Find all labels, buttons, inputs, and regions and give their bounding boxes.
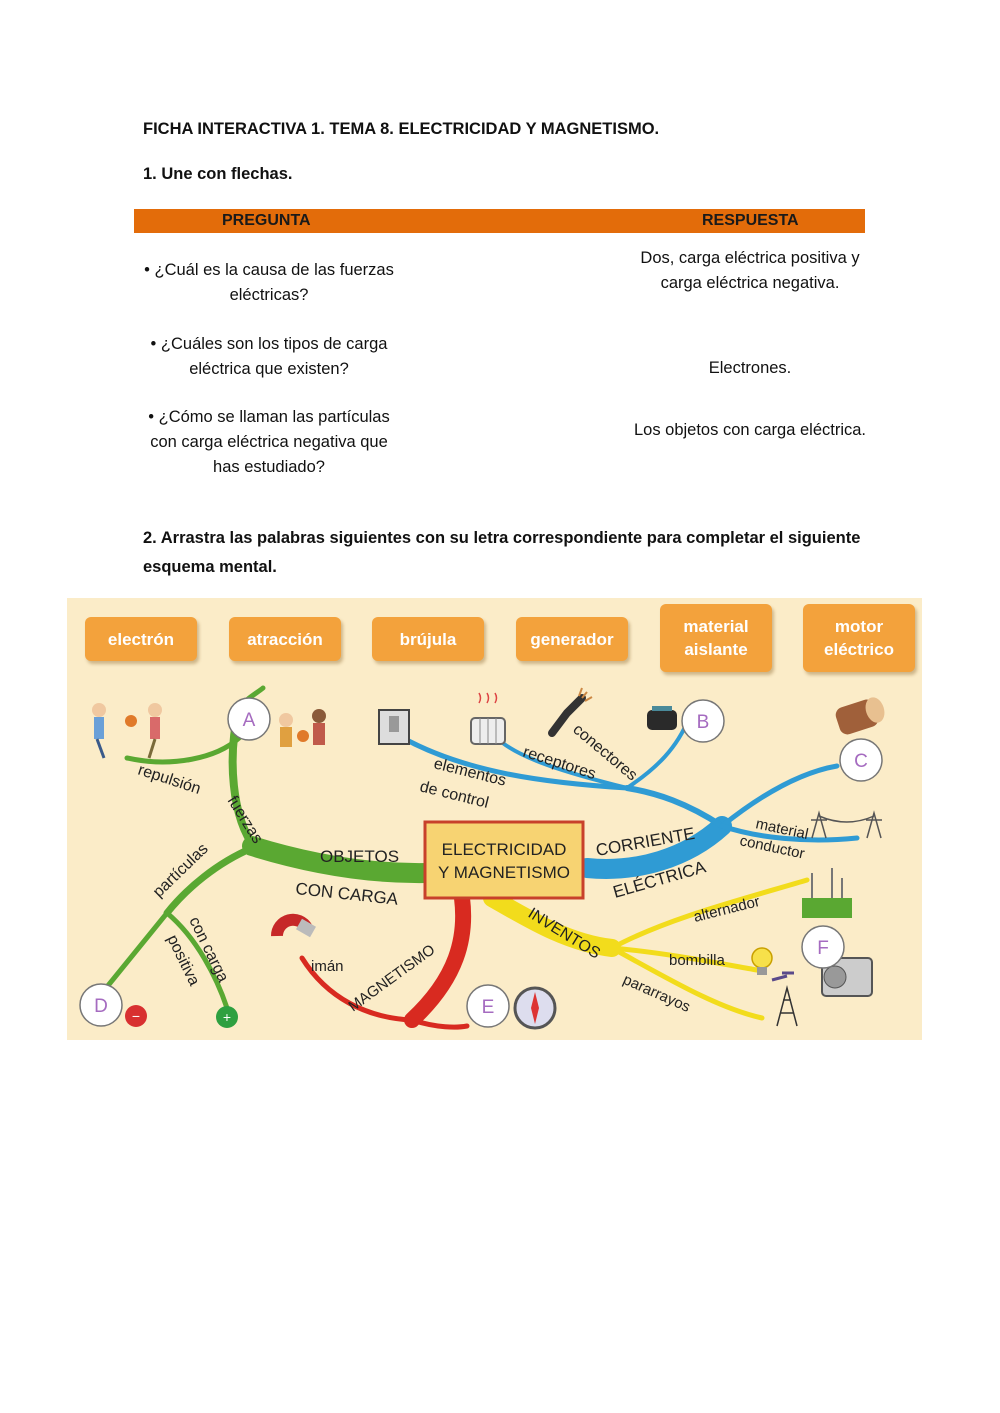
slot-letter-d: D [94,996,108,1017]
minus-charge-icon: − [125,1005,147,1027]
light-bulb-icon [751,947,773,975]
red-branch [299,890,472,1030]
column-pregunta: PREGUNTA [222,212,311,229]
answer-item[interactable]: Dos, carga eléctrica positiva y carga el… [640,249,860,292]
slot-letter-b: B [697,712,710,733]
word-chip-generador[interactable]: generador [516,617,628,661]
question-item[interactable]: • ¿Cuál es la causa de las fuerzas eléct… [144,261,394,304]
question-2-instruction: 2. Arrastra las palabras siguientes con … [143,529,861,576]
column-respuesta: RESPUESTA [702,212,799,229]
drop-slot-e[interactable]: E [466,984,510,1028]
question-item[interactable]: • ¿Cuáles son los tipos de carga eléctri… [150,335,388,378]
label-pararrayos: pararrayos [620,971,692,1016]
question-item[interactable]: • ¿Cómo se llaman las partículas con car… [148,408,390,476]
kids-tug-icon [92,703,162,759]
mind-map-diagram: ELECTRICIDAD Y MAGNETISMO OBJETOS CON CA… [79,685,885,1030]
label-bombilla: bombilla [669,952,726,969]
magnet-icon [271,913,316,938]
switch-icon [378,709,410,745]
label-particulas: partículas [150,840,212,900]
word-chip-motor-electrico[interactable]: motor eléctrico [803,604,915,672]
word-chip-material-aislante[interactable]: material aislante [660,604,772,672]
word-chip-electron[interactable]: electrón [85,617,197,661]
slot-letter-e: E [482,997,495,1018]
label-inventos: INVENTOS [525,905,603,963]
yellow-branch [483,877,810,1021]
drop-slot-f[interactable]: F [801,925,845,969]
label-alternador: alternador [692,893,762,926]
plus-sign: + [223,1009,231,1025]
power-tower-icon [811,810,882,839]
wood-log-icon [835,697,885,735]
label-objetos: OBJETOS [320,847,399,866]
label-iman: imán [311,958,344,975]
battery-icon [647,706,677,730]
question-1-instruction: 1. Une con flechas. [143,165,293,183]
drop-slot-a[interactable]: A [227,697,271,741]
word-chip-brujula[interactable]: brújula [372,617,484,661]
wind-turbine-icon [802,868,852,918]
answer-item[interactable]: Los objetos con carga eléctrica. [633,421,867,439]
table-header: PREGUNTA RESPUESTA [134,209,865,233]
worksheet-title: FICHA INTERACTIVA 1. TEMA 8. ELECTRICIDA… [143,120,660,138]
lightning-rod-icon [771,971,798,1027]
slot-letter-f: F [817,938,829,959]
motor-icon [821,957,873,997]
label-repulsion: repulsión [136,762,203,798]
drop-slot-b[interactable]: B [681,699,725,743]
label-con-carga: CON CARGA [295,879,400,909]
answer-item[interactable]: Electrones. [708,359,792,377]
cable-icon [548,687,593,737]
minus-sign: − [132,1008,140,1024]
plus-charge-icon: + [216,1006,238,1028]
compass-icon [513,986,557,1030]
drop-slot-c[interactable]: C [839,738,883,782]
center-line-2: Y MAGNETISMO [438,863,570,882]
mind-map: electrón atracción brújula generador mat… [67,598,922,1040]
blue-branch [400,716,860,879]
center-line-1: ELECTRICIDAD [442,840,567,859]
radiator-icon [470,692,506,745]
center-box [423,820,585,900]
slot-letter-a: A [243,710,256,731]
drop-slot-d[interactable]: D [79,983,123,1027]
kids-hold-icon [279,709,326,747]
slot-letter-c: C [854,751,868,772]
word-chip-atraccion[interactable]: atracción [229,617,341,661]
